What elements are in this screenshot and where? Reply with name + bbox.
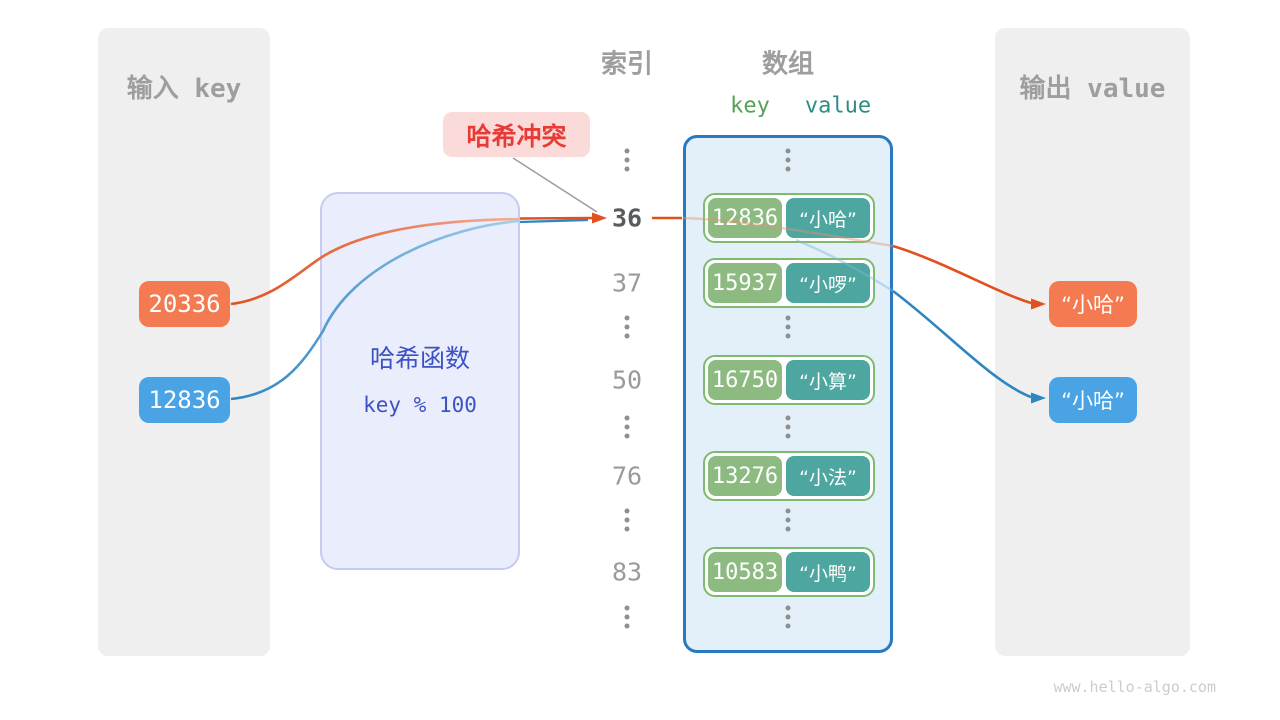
entry-key: 16750 (708, 360, 782, 400)
output-value-chip-orange: “小哈” (1049, 281, 1137, 327)
ellipsis-dots (785, 605, 791, 629)
output-value-panel: 输出 value (995, 28, 1190, 656)
hash-function-formula: key % 100 (363, 393, 477, 417)
site-watermark: www.hello-algo.com (1053, 678, 1216, 696)
index-label-37: 37 (611, 268, 643, 298)
input-key-panel: 输入 key (98, 28, 270, 656)
input-key-panel-title: 输入 key (126, 74, 242, 104)
array-entry: 15937 “小啰” (703, 258, 875, 308)
ellipsis-dots (624, 148, 630, 172)
input-key-chip-12836: 12836 (139, 377, 230, 423)
entry-value: “小鸭” (786, 552, 870, 592)
entry-key: 10583 (708, 552, 782, 592)
arrow-orange-to-index (519, 216, 593, 220)
entry-value: “小法” (786, 456, 870, 496)
entry-value: “小啰” (786, 263, 870, 303)
hash-collision-label: 哈希冲突 (443, 112, 590, 157)
index-label-36: 36 (611, 203, 643, 233)
ellipsis-dots (624, 315, 630, 339)
ellipsis-dots (785, 508, 791, 532)
entry-value: “小算” (786, 360, 870, 400)
array-entry: 16750 “小算” (703, 355, 875, 405)
index-label-50: 50 (611, 365, 643, 395)
output-value-panel-title: 输出 value (1019, 74, 1166, 104)
input-key-chip-20336: 20336 (139, 281, 230, 327)
entry-value: “小哈” (786, 198, 870, 238)
array-entry: 12836 “小哈” (703, 193, 875, 243)
index-column-header: 索引 (600, 49, 654, 80)
ellipsis-dots (785, 315, 791, 339)
array-entry: 10583 “小鸭” (703, 547, 875, 597)
index-label-76: 76 (611, 461, 643, 491)
ellipsis-dots (785, 415, 791, 439)
arrow-blue-to-index (519, 218, 589, 224)
hash-function-title: 哈希函数 (369, 344, 471, 373)
ellipsis-dots (624, 605, 630, 629)
entry-key: 12836 (708, 198, 782, 238)
array-entry: 13276 “小法” (703, 451, 875, 501)
entry-key: 13276 (708, 456, 782, 496)
ellipsis-dots (624, 415, 630, 439)
arrowhead-index (592, 212, 607, 224)
key-header: key (730, 93, 770, 119)
array-column-header: 数组 (761, 49, 815, 80)
ellipsis-dots (624, 508, 630, 532)
entry-key: 15937 (708, 263, 782, 303)
ellipsis-dots (785, 148, 791, 172)
output-value-chip-blue: “小哈” (1049, 377, 1137, 423)
collision-pointer-line (512, 157, 598, 213)
hash-function-box (320, 192, 520, 570)
index-label-83: 83 (611, 557, 643, 587)
value-header: value (804, 93, 872, 119)
